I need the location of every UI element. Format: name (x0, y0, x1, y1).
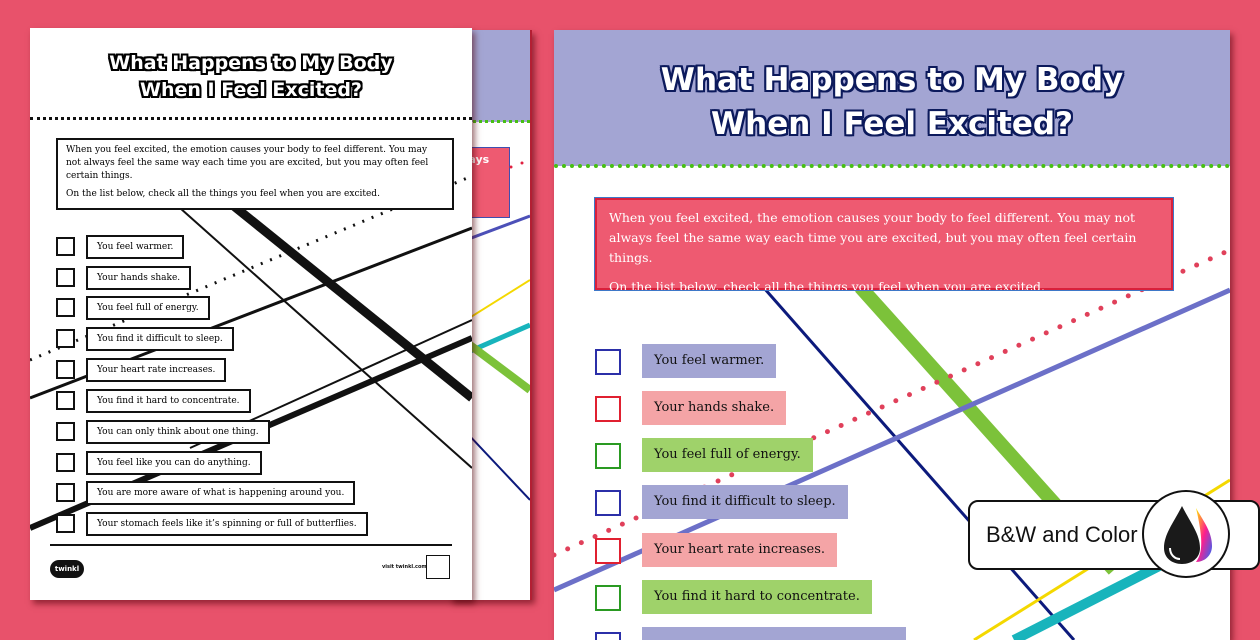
color-title-line-2: When I Feel Excited? (710, 106, 1074, 142)
checkbox[interactable] (595, 632, 621, 640)
checklist-label: Your heart rate increases. (86, 358, 227, 382)
bw-title-line-1: What Happens to My Body (109, 52, 393, 74)
checkbox[interactable] (595, 538, 621, 564)
dotted-divider (30, 117, 472, 120)
checkbox[interactable] (56, 329, 75, 348)
checklist-label: You find it hard to concentrate. (86, 389, 251, 413)
checkbox[interactable] (595, 443, 621, 469)
checkbox[interactable] (56, 422, 75, 441)
checklist-label: You feel like you can do anything. (86, 451, 262, 475)
checklist-label: You are more aware of what is happening … (86, 481, 356, 505)
checklist-label: You feel full of energy. (642, 438, 813, 472)
checklist-label: You find it difficult to sleep. (642, 485, 848, 519)
bw-intro-paragraph-2: On the list below, check all the things … (66, 189, 380, 199)
checklist-label: Your hands shake. (86, 266, 192, 290)
checklist-label: You can only think about one thing. (86, 420, 270, 444)
checklist-label: You feel warmer. (642, 344, 777, 378)
color-worksheet: What Happens to My Body When I Feel Exci… (554, 30, 1230, 640)
dotted-divider (450, 120, 530, 123)
checkbox[interactable] (56, 298, 75, 317)
footer-divider (50, 544, 452, 546)
color-intro-paragraph-2: On the list below, check all the things … (609, 279, 1046, 294)
badge-label: B&W and Color (986, 522, 1138, 547)
checkbox[interactable] (595, 349, 621, 375)
checklist-label (642, 627, 906, 640)
checkbox[interactable] (56, 514, 75, 533)
checkbox[interactable] (56, 360, 75, 379)
color-header (554, 30, 1230, 166)
checkbox[interactable] (56, 237, 75, 256)
twinkl-logo: twinkl (50, 560, 84, 578)
bw-title: What Happens to My Body When I Feel Exci… (30, 50, 472, 104)
checklist-label: You find it difficult to sleep. (86, 327, 234, 351)
checklist-label: You find it hard to concentrate. (642, 580, 872, 614)
bw-intro-box: When you feel excited, the emotion cause… (56, 138, 454, 210)
checklist-label: Your hands shake. (642, 391, 787, 425)
checkbox[interactable] (595, 396, 621, 422)
checkbox[interactable] (56, 268, 75, 287)
checkbox[interactable] (56, 453, 75, 472)
checklist-label: You feel warmer. (86, 235, 185, 259)
checkbox[interactable] (56, 483, 75, 502)
dotted-divider (554, 164, 1230, 168)
bw-intro-paragraph-1: When you feel excited, the emotion cause… (66, 145, 429, 181)
checkbox[interactable] (595, 490, 621, 516)
checklist-label: Your stomach feels like it’s spinning or… (86, 512, 368, 536)
color-title: What Happens to My Body When I Feel Exci… (554, 58, 1230, 146)
ink-drops-icon (1142, 490, 1230, 578)
quality-badge-icon (426, 555, 450, 579)
checkbox[interactable] (595, 585, 621, 611)
checkbox[interactable] (56, 391, 75, 410)
color-intro-paragraph-1: When you feel excited, the emotion cause… (609, 210, 1137, 265)
bw-title-line-2: When I Feel Excited? (140, 79, 362, 101)
color-intro-box: When you feel excited, the emotion cause… (594, 197, 1174, 294)
bw-worksheet: What Happens to My Body When I Feel Exci… (30, 28, 472, 600)
color-title-line-1: What Happens to My Body (660, 62, 1124, 98)
checklist-label: You feel full of energy. (86, 296, 210, 320)
footer-visit-text: visit twinkl.com (382, 564, 427, 570)
checklist-label: Your heart rate increases. (642, 533, 838, 567)
